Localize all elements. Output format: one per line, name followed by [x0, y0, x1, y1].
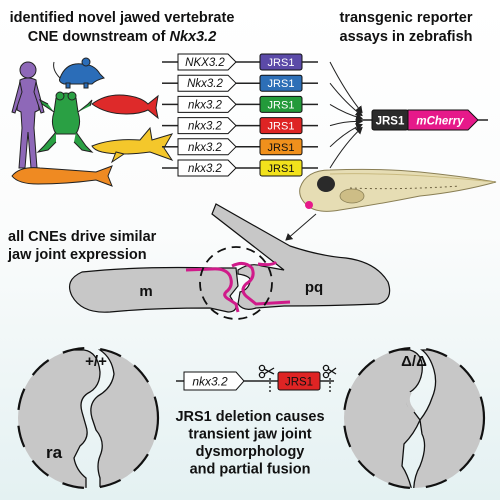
- frog-icon: [36, 91, 94, 153]
- human-icon: [11, 61, 45, 169]
- headline-left-line2: CNE downstream of Nkx3.2: [28, 29, 217, 45]
- cne-element-label: JRS1: [268, 78, 295, 90]
- cne-element-label: JRS1: [268, 121, 295, 133]
- scissors-icon-right: [322, 364, 337, 394]
- reporter-construct: JRS1 mCherry: [360, 109, 488, 131]
- wildtype-genotype-label: +/+: [85, 353, 107, 370]
- cne-gene-arrow: [177, 117, 237, 135]
- palatoquadrate-shape: [211, 203, 391, 310]
- deletion-gene-label: nkx3.2: [192, 375, 228, 389]
- jaw-cartilage-diagram: m pq: [69, 203, 391, 320]
- cne-element-label: JRS1: [268, 99, 295, 111]
- label-pq: pq: [305, 279, 323, 296]
- jaw-caption-line2: jaw joint expression: [7, 247, 147, 263]
- cne-row: Nkx3.2 JRS1: [162, 74, 318, 92]
- cne-gene-label: Nkx3.2: [187, 78, 223, 90]
- cne-gene-label: nkx3.2: [188, 121, 222, 133]
- cne-gene-label: nkx3.2: [188, 142, 222, 154]
- cne-element-label: JRS1: [268, 57, 295, 69]
- deletion-gene-arrow: [183, 371, 245, 391]
- reporter-gene-arrow: [407, 109, 479, 131]
- cne-row: NKX3.2 JRS1: [162, 53, 318, 71]
- deletion-caption-line: transient jaw joint: [188, 427, 311, 443]
- wildtype-joint-diagram: +/+ ra: [16, 346, 160, 490]
- jaw-expression-line-upper: [231, 261, 291, 306]
- headline-left-prefix: CNE downstream of: [28, 29, 170, 45]
- deletion-caption-line: dysmorphology: [196, 444, 305, 460]
- convergence-arrows: [329, 61, 363, 169]
- cne-arrow: [329, 61, 363, 114]
- deletion-construct: nkx3.2 JRS1: [176, 364, 337, 394]
- headline-right-line2: assays in zebrafish: [340, 29, 473, 45]
- cne-gene-arrow: [177, 138, 237, 156]
- mutant-joint-diagram: Δ/Δ: [342, 346, 486, 490]
- meckels-cartilage-shape: [69, 266, 239, 313]
- cne-gene-arrow: [177, 53, 237, 71]
- jaw-joint-highlight: [199, 246, 273, 320]
- mouse-icon: [53, 57, 105, 89]
- deletion-element-label: JRS1: [285, 377, 313, 389]
- jaw-caption-line1: all CNEs drive similar: [8, 229, 157, 245]
- cne-arrow: [329, 82, 363, 117]
- cartilage-label-ra: ra: [46, 443, 63, 462]
- reporter-element-label: JRS1: [376, 116, 405, 128]
- cne-gene-label: nkx3.2: [188, 163, 222, 175]
- jaw-expression-line-lower: [185, 267, 240, 313]
- shark-icon: [91, 126, 174, 164]
- mutant-genotype-label: Δ/Δ: [401, 353, 427, 370]
- cne-arrow: [329, 117, 363, 127]
- label-m: m: [139, 283, 152, 300]
- deletion-caption-line: JRS1 deletion causes: [175, 409, 324, 425]
- headline-left-line1: identified novel jawed vertebrate: [10, 10, 235, 26]
- cne-gene-label: NKX3.2: [185, 57, 225, 69]
- deletion-caption-line: and partial fusion: [190, 462, 311, 478]
- headline-right-line1: transgenic reporter: [340, 10, 473, 26]
- zebrafish-larva-icon: [299, 168, 497, 212]
- cne-element-label: JRS1: [268, 142, 295, 154]
- cne-gene-arrow: [177, 74, 237, 92]
- larva-zoom-arrow: [285, 213, 317, 241]
- cne-gene-label: nkx3.2: [188, 99, 222, 111]
- cne-row: nkx3.2 JRS1: [162, 95, 318, 113]
- organism-silhouettes: [11, 57, 174, 187]
- cne-element-label: JRS1: [268, 163, 295, 175]
- scissors-icon-left: [258, 364, 275, 394]
- cne-row: nkx3.2 JRS1: [162, 117, 318, 135]
- cne-gene-arrow: [177, 95, 237, 113]
- zebrafish-icon: [91, 94, 159, 120]
- gar-icon: [11, 165, 113, 187]
- cne-arrow: [329, 126, 363, 169]
- headline-left-gene: Nkx3.2: [170, 29, 217, 45]
- deletion-caption: JRS1 deletion causes transient jaw jointd…: [175, 409, 324, 478]
- cne-arrow: [329, 123, 363, 148]
- cne-row: nkx3.2 JRS1: [162, 138, 318, 156]
- reporter-gene-label: mCherry: [416, 116, 464, 128]
- cne-row: nkx3.2 JRS1: [162, 159, 318, 177]
- cne-gene-arrow: [177, 159, 237, 177]
